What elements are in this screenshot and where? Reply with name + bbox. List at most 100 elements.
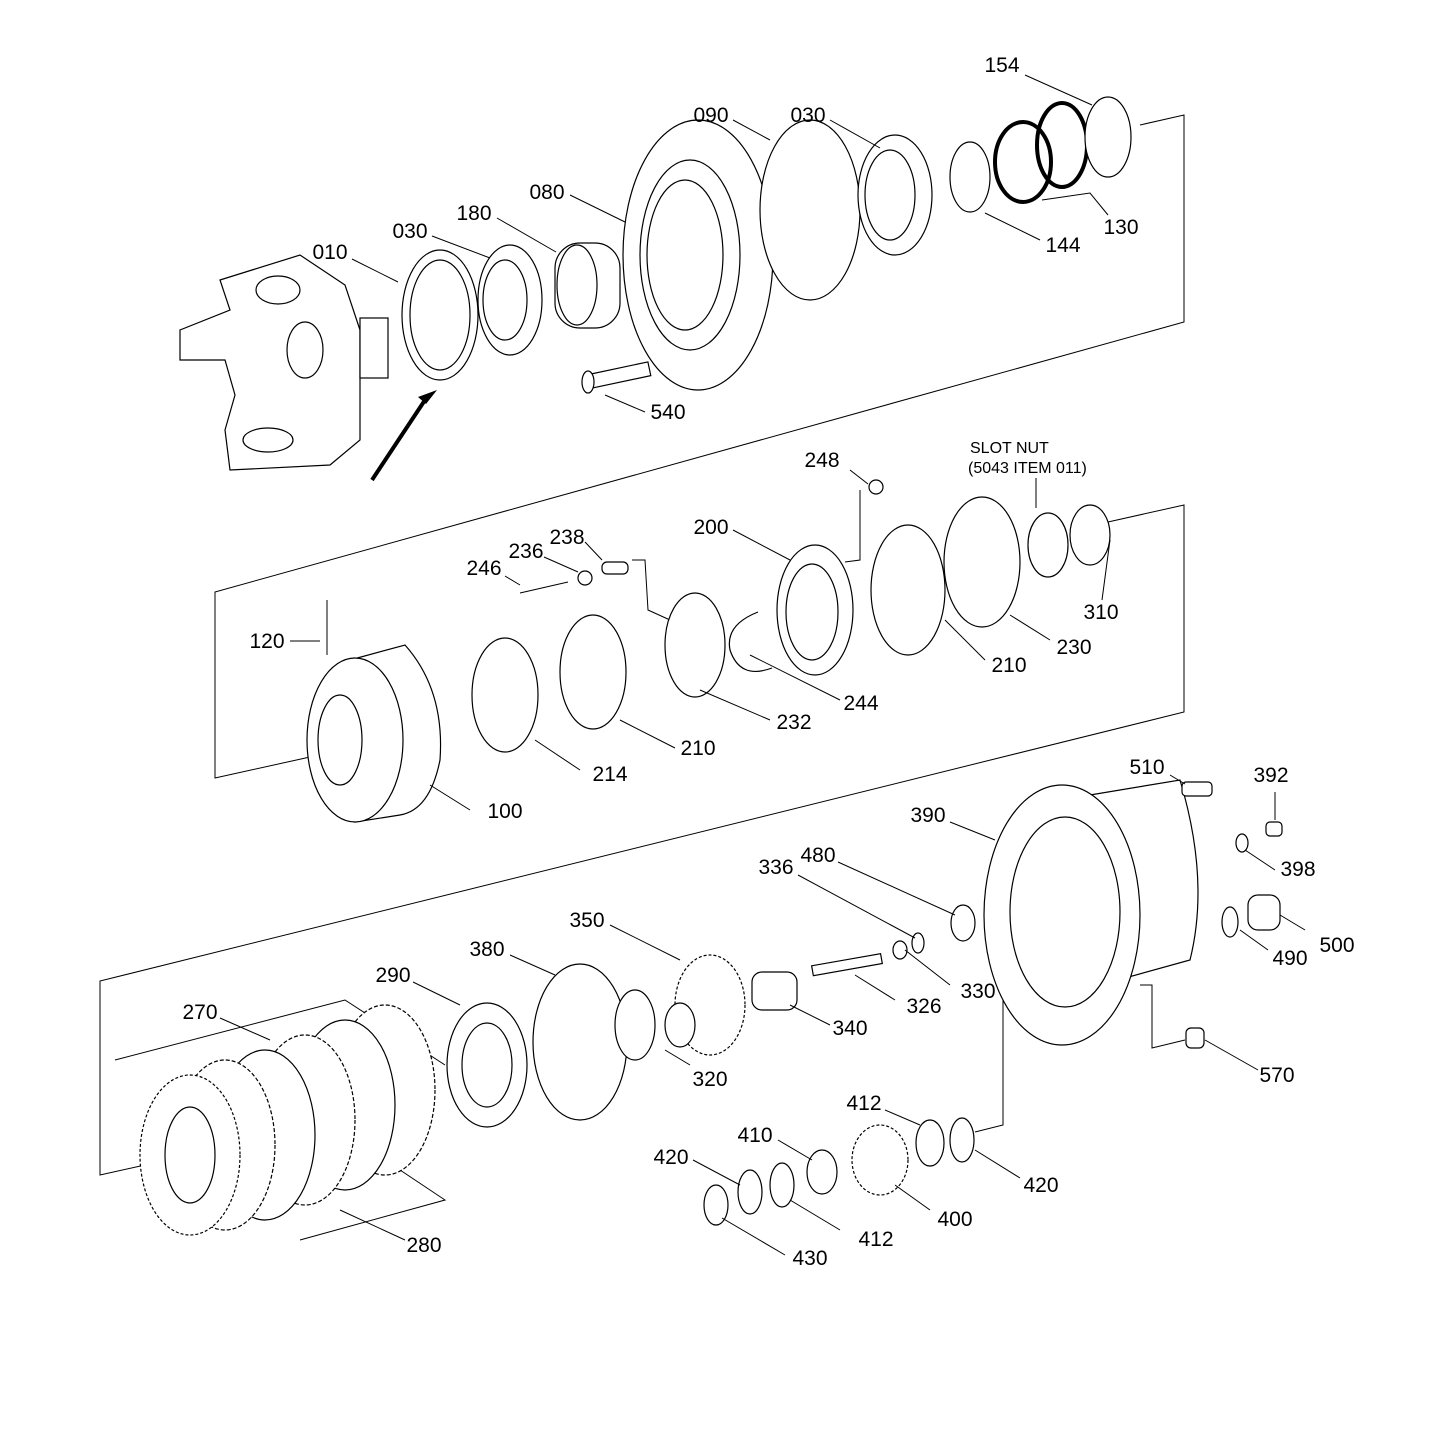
lockwasher-310 bbox=[1069, 504, 1111, 566]
frame-top bbox=[214, 114, 1185, 779]
cylinder-200 bbox=[776, 544, 854, 676]
frame-248 bbox=[844, 490, 861, 563]
label-350: 350 bbox=[569, 909, 604, 932]
stud-540 bbox=[581, 361, 652, 394]
clutch-pack bbox=[139, 1004, 436, 1236]
snapring-380 bbox=[532, 963, 628, 1121]
label-336: 336 bbox=[758, 856, 793, 879]
ring-412-a bbox=[915, 1119, 945, 1167]
frame-middle bbox=[99, 504, 1185, 1176]
ring-230 bbox=[943, 496, 1021, 628]
ring-210-a bbox=[559, 614, 627, 730]
ring-412-b bbox=[769, 1162, 795, 1208]
label-214: 214 bbox=[592, 763, 627, 786]
label-420: 420 bbox=[653, 1146, 688, 1169]
screw-246 bbox=[519, 581, 569, 594]
label-398: 398 bbox=[1280, 858, 1315, 881]
label-270: 270 bbox=[182, 1001, 217, 1024]
bearing-030-b bbox=[857, 134, 933, 256]
ring-130-a bbox=[993, 120, 1053, 204]
bearing-030-a bbox=[477, 244, 543, 356]
frame-clutch-bottom bbox=[299, 1169, 447, 1241]
bearing-410 bbox=[806, 1149, 838, 1195]
label-410: 410 bbox=[737, 1124, 772, 1147]
ring-144 bbox=[949, 141, 991, 213]
label-244: 244 bbox=[843, 692, 878, 715]
plate-320 bbox=[614, 989, 656, 1061]
label-010: 010 bbox=[312, 241, 347, 264]
label-540: 540 bbox=[650, 401, 685, 424]
nut-236 bbox=[577, 570, 593, 586]
label-246: 246 bbox=[466, 557, 501, 580]
washer-248 bbox=[868, 479, 884, 495]
plug-392 bbox=[1265, 821, 1283, 837]
bolt-326 bbox=[810, 952, 884, 977]
label-230: 230 bbox=[1056, 636, 1091, 659]
label-120: 120 bbox=[249, 630, 284, 653]
knuckle-housing bbox=[179, 254, 389, 471]
leader-lines bbox=[219, 74, 1306, 1256]
spring-238 bbox=[601, 561, 629, 575]
group-frames bbox=[99, 114, 1186, 1241]
housing-390 bbox=[983, 779, 1199, 1046]
label-500: 500 bbox=[1319, 934, 1354, 957]
label-180: 180 bbox=[456, 202, 491, 225]
arrow-shaft bbox=[370, 398, 427, 482]
label-392: 392 bbox=[1253, 764, 1288, 787]
label-420: 420 bbox=[1023, 1174, 1058, 1197]
label-210: 210 bbox=[991, 654, 1026, 677]
label-080: 080 bbox=[529, 181, 564, 204]
label-320: 320 bbox=[692, 1068, 727, 1091]
label-154: 154 bbox=[984, 54, 1019, 77]
label-480: 480 bbox=[800, 844, 835, 867]
ring-420-a bbox=[949, 1117, 975, 1163]
label-090: 090 bbox=[693, 104, 728, 127]
slot-nut bbox=[1027, 512, 1069, 578]
seal-010 bbox=[401, 249, 479, 381]
label-290: 290 bbox=[375, 964, 410, 987]
slot-nut-item-note: (5043 ITEM 011) bbox=[968, 460, 1087, 477]
ring-210-b bbox=[870, 524, 946, 656]
label-510: 510 bbox=[1129, 756, 1164, 779]
label-200: 200 bbox=[693, 516, 728, 539]
label-570: 570 bbox=[1259, 1064, 1294, 1087]
frame-570 bbox=[1140, 984, 1186, 1049]
plug-570 bbox=[1185, 1027, 1205, 1049]
label-390: 390 bbox=[910, 804, 945, 827]
plug-500 bbox=[1247, 894, 1281, 931]
label-030: 030 bbox=[790, 104, 825, 127]
oring-398 bbox=[1235, 833, 1249, 853]
snapring-244 bbox=[728, 611, 773, 672]
label-248: 248 bbox=[804, 449, 839, 472]
oring-490 bbox=[1221, 906, 1239, 938]
oring-090 bbox=[759, 119, 861, 301]
washer-330 bbox=[892, 940, 908, 960]
arrow-indicator bbox=[418, 390, 437, 404]
label-412: 412 bbox=[858, 1228, 893, 1251]
ring-214 bbox=[471, 637, 539, 753]
ring-430 bbox=[703, 1184, 729, 1226]
ring-130-b bbox=[1035, 101, 1089, 189]
screw-510 bbox=[1181, 781, 1213, 797]
gear-350 bbox=[664, 954, 746, 1056]
label-232: 232 bbox=[776, 711, 811, 734]
label-236: 236 bbox=[508, 540, 543, 563]
shaft-340 bbox=[751, 971, 798, 1011]
plate-232 bbox=[664, 592, 726, 698]
oring-336 bbox=[911, 932, 925, 954]
label-430: 430 bbox=[792, 1247, 827, 1270]
piston-100 bbox=[306, 644, 442, 823]
label-130: 130 bbox=[1103, 216, 1138, 239]
slot-nut-note: SLOT NUT bbox=[970, 440, 1049, 457]
label-210: 210 bbox=[680, 737, 715, 760]
gear-400 bbox=[851, 1124, 909, 1196]
label-100: 100 bbox=[487, 800, 522, 823]
label-238: 238 bbox=[549, 526, 584, 549]
hub-080 bbox=[622, 119, 774, 391]
sleeve-180 bbox=[554, 242, 621, 329]
label-310: 310 bbox=[1083, 601, 1118, 624]
label-412: 412 bbox=[846, 1092, 881, 1115]
label-330: 330 bbox=[960, 980, 995, 1003]
part-labels: 154 090 030 080 180 030 010 130 144 540 … bbox=[182, 54, 1354, 1270]
